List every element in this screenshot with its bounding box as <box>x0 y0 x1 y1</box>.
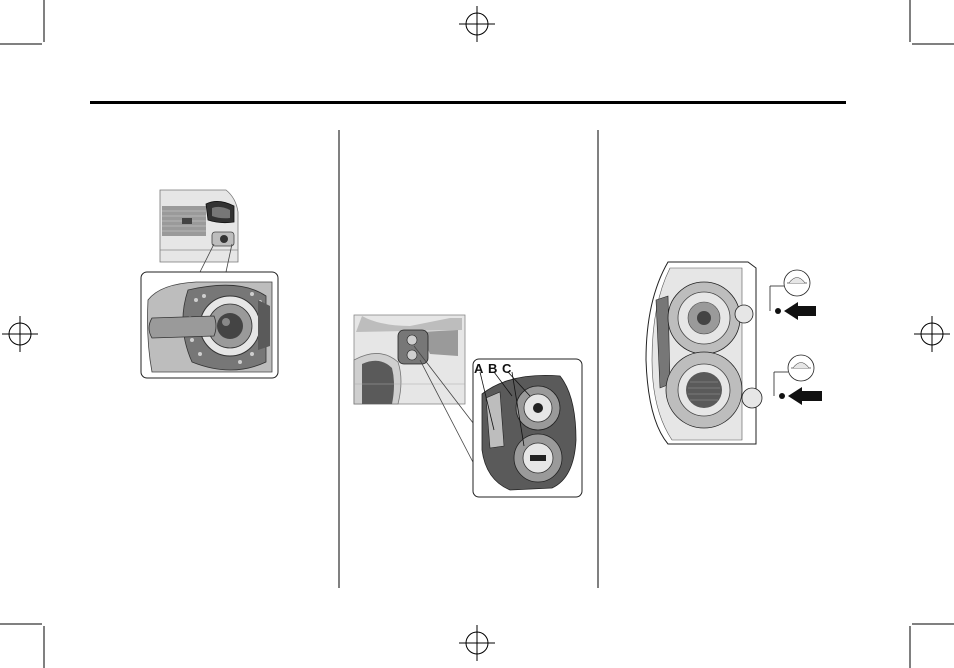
fog-lamp-figure <box>141 190 278 378</box>
arrow-icon <box>788 387 822 405</box>
arrow-icon <box>784 302 816 320</box>
vehicle-front-thumbnail <box>160 190 238 262</box>
callout-label-a: A <box>474 362 483 375</box>
callout-label-c: C <box>502 362 511 375</box>
registration-mark-icon <box>459 6 495 42</box>
registration-mark-icon <box>2 316 38 352</box>
callout-label-b: B <box>488 362 497 375</box>
tail-lamp-removal-figure <box>646 262 822 444</box>
registration-mark-icon <box>459 625 495 661</box>
header-rule <box>90 101 846 104</box>
tail-lamp-location-figure <box>354 315 582 497</box>
registration-mark-icon <box>914 316 950 352</box>
